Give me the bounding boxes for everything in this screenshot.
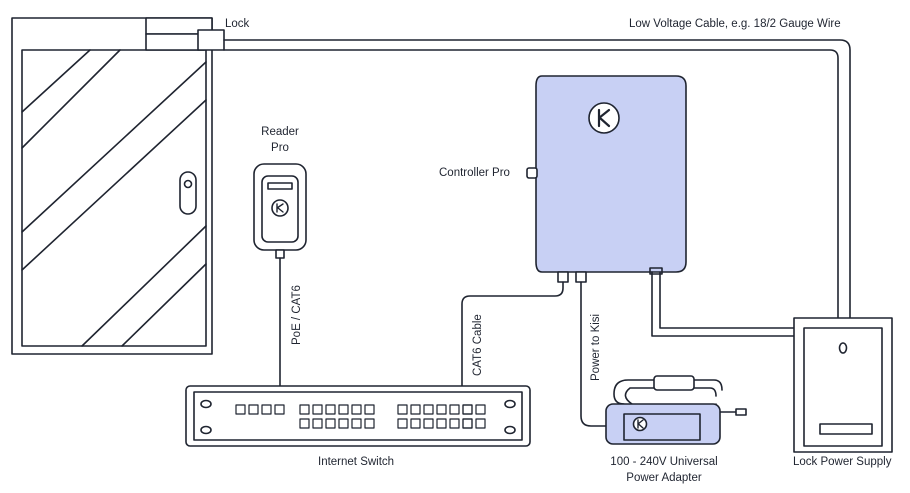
low-voltage-cable (223, 39, 851, 321)
switch-port (274, 404, 285, 415)
switch-port (436, 418, 447, 429)
internet-switch (185, 385, 531, 447)
power-adapter (605, 375, 747, 445)
switch-port (423, 418, 434, 429)
poe-cat6-label: PoE / CAT6 (291, 285, 303, 345)
reader-pro (253, 163, 307, 405)
reader-label: Reader Pro (250, 124, 310, 156)
adapter-label-line1: 100 - 240V Universal (610, 456, 718, 468)
lock-power-supply-label: Lock Power Supply (793, 456, 892, 468)
switch-port (436, 404, 447, 415)
controller-pro (526, 75, 687, 283)
switch-port (325, 418, 336, 429)
switch-port (312, 418, 323, 429)
switch-port (235, 404, 246, 415)
switch-port (364, 418, 375, 429)
lock-power-supply (793, 317, 893, 453)
switch-port (397, 404, 408, 415)
switch-port (338, 418, 349, 429)
switch-port (299, 404, 310, 415)
door (11, 17, 213, 355)
switch-port (397, 418, 408, 429)
switch-port (248, 404, 259, 415)
switch-port (299, 418, 310, 429)
switch-ports (235, 404, 486, 429)
internet-switch-label: Internet Switch (318, 456, 395, 468)
power-to-kisi-cable (580, 281, 609, 427)
adapter-label: 100 - 240V Universal Power Adapter (594, 454, 734, 486)
reader-label-line1: Reader (261, 126, 299, 138)
switch-port (261, 404, 272, 415)
lock (145, 17, 225, 51)
switch-port (325, 404, 336, 415)
switch-port (410, 404, 421, 415)
cat6-cable-label: CAT6 Cable (472, 314, 484, 376)
low-voltage-cable-label: Low Voltage Cable, e.g. 18/2 Gauge Wire (629, 18, 841, 30)
door-handle (179, 171, 197, 215)
switch-port (351, 404, 362, 415)
kisi-logo-icon (632, 416, 648, 432)
switch-port (449, 418, 460, 429)
switch-port (475, 404, 486, 415)
switch-port (475, 418, 486, 429)
switch-port (351, 418, 362, 429)
switch-port (410, 418, 421, 429)
controller-label: Controller Pro (439, 167, 510, 179)
switch-port (364, 404, 375, 415)
reader-label-line2: Pro (271, 142, 289, 154)
adapter-label-line2: Power Adapter (626, 472, 702, 484)
lock-label: Lock (225, 18, 250, 30)
switch-port (423, 404, 434, 415)
switch-port (462, 418, 473, 429)
switch-port (338, 404, 349, 415)
switch-port (449, 404, 460, 415)
cat6-cable (461, 281, 564, 405)
switch-port (312, 404, 323, 415)
kisi-logo-icon (588, 102, 620, 134)
switch-port (462, 404, 473, 415)
power-to-kisi-label: Power to Kisi (590, 313, 602, 381)
